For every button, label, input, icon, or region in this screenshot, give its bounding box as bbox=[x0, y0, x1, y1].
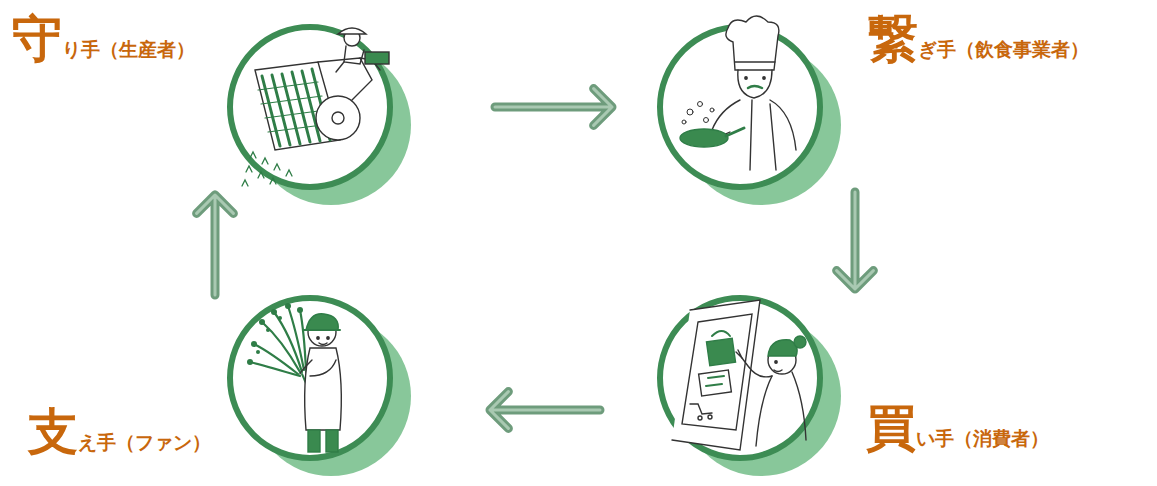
arrow-highlight bbox=[490, 392, 600, 429]
role-label: 守り手（生産者） bbox=[12, 14, 195, 64]
role-label: 買い手（消費者） bbox=[866, 403, 1049, 453]
flow-arrow bbox=[837, 192, 874, 289]
flow-arrow bbox=[495, 89, 612, 126]
arrow-highlight bbox=[837, 192, 874, 289]
role-label: 支え手（ファン） bbox=[28, 407, 211, 457]
role-circle: 買い手（消費者） bbox=[657, 295, 823, 461]
illustration-stroke bbox=[246, 166, 252, 172]
circle-ring bbox=[660, 298, 820, 458]
arrow-stroke bbox=[490, 392, 600, 429]
circle-outline bbox=[227, 295, 393, 461]
illustration-stroke bbox=[242, 180, 248, 186]
role-circle: 守り手（生産者） bbox=[227, 24, 393, 190]
circle-outline bbox=[227, 24, 393, 190]
circle-ring bbox=[230, 27, 390, 187]
arrow-stroke bbox=[495, 89, 612, 126]
role-label: 繋ぎ手（飲食事業者） bbox=[868, 14, 1089, 64]
flow-arrow bbox=[490, 392, 600, 429]
arrow-stroke bbox=[197, 195, 234, 295]
flow-arrow bbox=[197, 195, 234, 295]
circle-ring bbox=[660, 27, 820, 187]
arrow-stroke bbox=[837, 192, 874, 289]
arrow-highlight bbox=[197, 195, 234, 295]
circle-outline bbox=[657, 295, 823, 461]
circle-outline bbox=[657, 24, 823, 190]
circle-ring bbox=[230, 298, 390, 458]
role-circle: 支え手（ファン） bbox=[227, 295, 393, 461]
arrow-highlight bbox=[495, 89, 612, 126]
role-circle: 繋ぎ手（飲食事業者） bbox=[657, 24, 823, 190]
